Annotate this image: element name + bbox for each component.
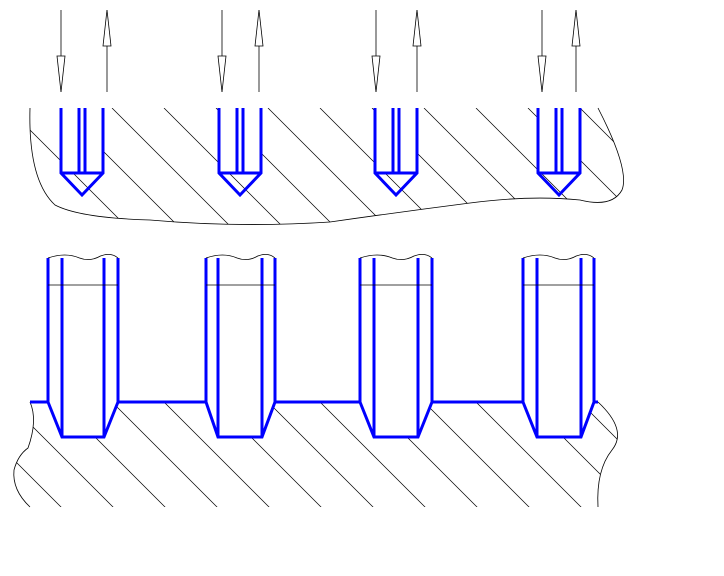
threaded-stud-2 (204, 254, 277, 439)
top-hatch-line-6 (111, 108, 235, 225)
drilled-hole-1 (59, 108, 105, 198)
stud-break-line (359, 254, 433, 260)
arrow-down-head (371, 55, 381, 93)
arrow-up-head (571, 9, 581, 47)
stud-outer-contour (358, 258, 434, 439)
stud-outer-contour (521, 258, 596, 439)
drilled-hole-fill (219, 109, 261, 173)
stud-fill (48, 258, 118, 437)
stud-fill (206, 258, 275, 437)
top-hatch-line-12 (423, 108, 547, 225)
top-hatching (0, 108, 724, 230)
arrow-up-head (254, 9, 264, 47)
feed-arrow-pair-4 (537, 9, 581, 93)
top-hatch-line-15 (579, 108, 624, 225)
drilled-hole-contour (373, 108, 419, 198)
threaded-stud-3 (358, 254, 434, 439)
threaded-stud-1 (46, 254, 120, 439)
stud-outer-contour (46, 258, 120, 439)
stud-fill (523, 258, 594, 437)
bottom-hatching (0, 402, 724, 510)
bottom-hatch-line-13 (475, 402, 585, 507)
stud-outer-contour (204, 258, 277, 439)
stud-break-line (205, 254, 276, 260)
bottom-hatch-line-6 (111, 402, 221, 507)
bottom-hatch-line-16 (632, 402, 724, 510)
top-hatch-line-2 (0, 108, 26, 230)
bottom-hatch-line-17 (684, 402, 724, 510)
bottom-workpiece-break-left (13, 401, 34, 508)
arrow-down-head (217, 55, 227, 93)
top-hatch-line-9 (267, 108, 391, 225)
stud-break-line (47, 254, 119, 260)
drilled-hole-fill (375, 109, 417, 173)
top-hatch-line-16 (632, 108, 724, 230)
stud-fill (360, 258, 432, 437)
arrow-down-head (56, 55, 66, 93)
drilled-hole-contour (59, 108, 105, 198)
bottom-hatch-line-12 (423, 402, 533, 507)
stud-break-line (522, 254, 595, 260)
bottom-hatch-line-3 (13, 402, 65, 507)
feed-arrow-pair-2 (217, 9, 264, 93)
bottom-hatch-line-15 (579, 402, 618, 507)
drilled-hole-4 (536, 108, 582, 198)
bottom-workpiece (0, 254, 724, 510)
top-drilled-holes (59, 108, 582, 198)
feed-arrow-pair-3 (371, 9, 422, 93)
bottom-hatch-line-7 (163, 402, 273, 507)
drilled-hole-fill (538, 109, 580, 173)
bottom-hatch-line-10 (319, 402, 429, 507)
arrow-up-head (102, 9, 112, 47)
top-workpiece (0, 9, 724, 230)
arrow-up-head (412, 9, 422, 47)
top-workpiece-break-outline (29, 107, 624, 225)
top-feed-arrows (56, 9, 581, 93)
bottom-workpiece-break-right (597, 401, 618, 508)
bottom-hatch-line-2 (0, 402, 12, 510)
drilled-hole-2 (217, 108, 263, 198)
bottom-hatch-line-9 (267, 402, 377, 507)
arrow-down-head (537, 55, 547, 93)
drilled-hole-3 (373, 108, 419, 198)
bottom-threaded-studs (46, 254, 596, 439)
feed-arrow-pair-1 (56, 9, 112, 93)
top-hatch-line-17 (684, 108, 724, 230)
drilled-hole-contour (217, 108, 263, 198)
drilled-hole-contour (536, 108, 582, 198)
drilled-hole-fill (61, 109, 103, 173)
threaded-stud-4 (521, 254, 596, 439)
